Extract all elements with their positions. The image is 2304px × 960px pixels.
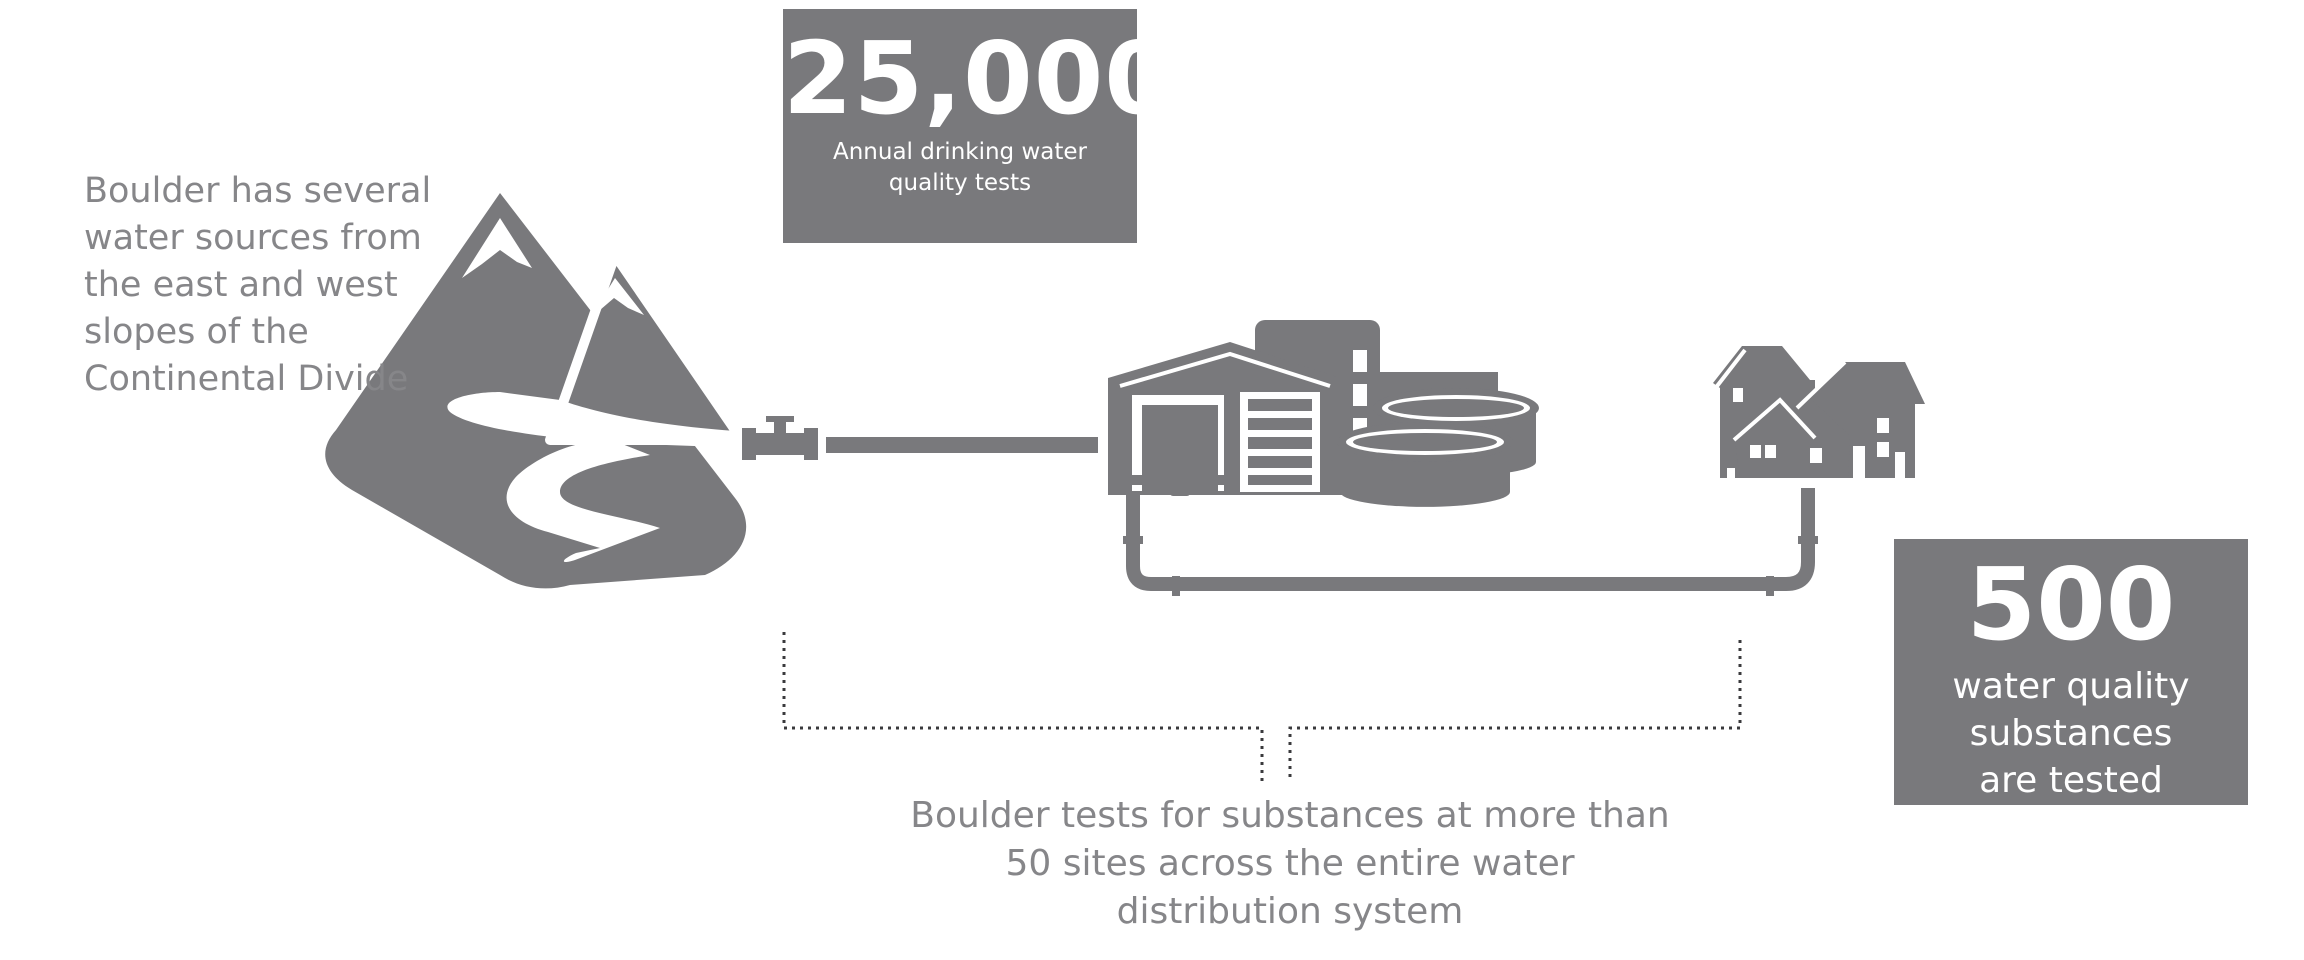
stat-substances-label: water quality substances are tested [1952, 666, 2190, 801]
mountains-river-icon [325, 193, 750, 589]
dotted-bracket [782, 632, 1742, 782]
stat-tests-value: 25,000 [783, 20, 1175, 137]
stat-box-substances: 500 water quality substances are tested [1894, 539, 2248, 805]
stat-tests-label: Annual drinking water quality tests [832, 139, 1087, 196]
distribution-pipe-icon [1121, 437, 1818, 596]
testing-description: Boulder tests for substances at more tha… [910, 795, 1670, 932]
sources-description: Boulder has several water sources from t… [84, 171, 432, 399]
houses-icon [1712, 346, 1925, 478]
pipe-valve-icon [742, 416, 1098, 460]
stat-box-tests: 25,000 Annual drinking water quality tes… [783, 9, 1175, 243]
stat-substances-value: 500 [1966, 546, 2176, 663]
